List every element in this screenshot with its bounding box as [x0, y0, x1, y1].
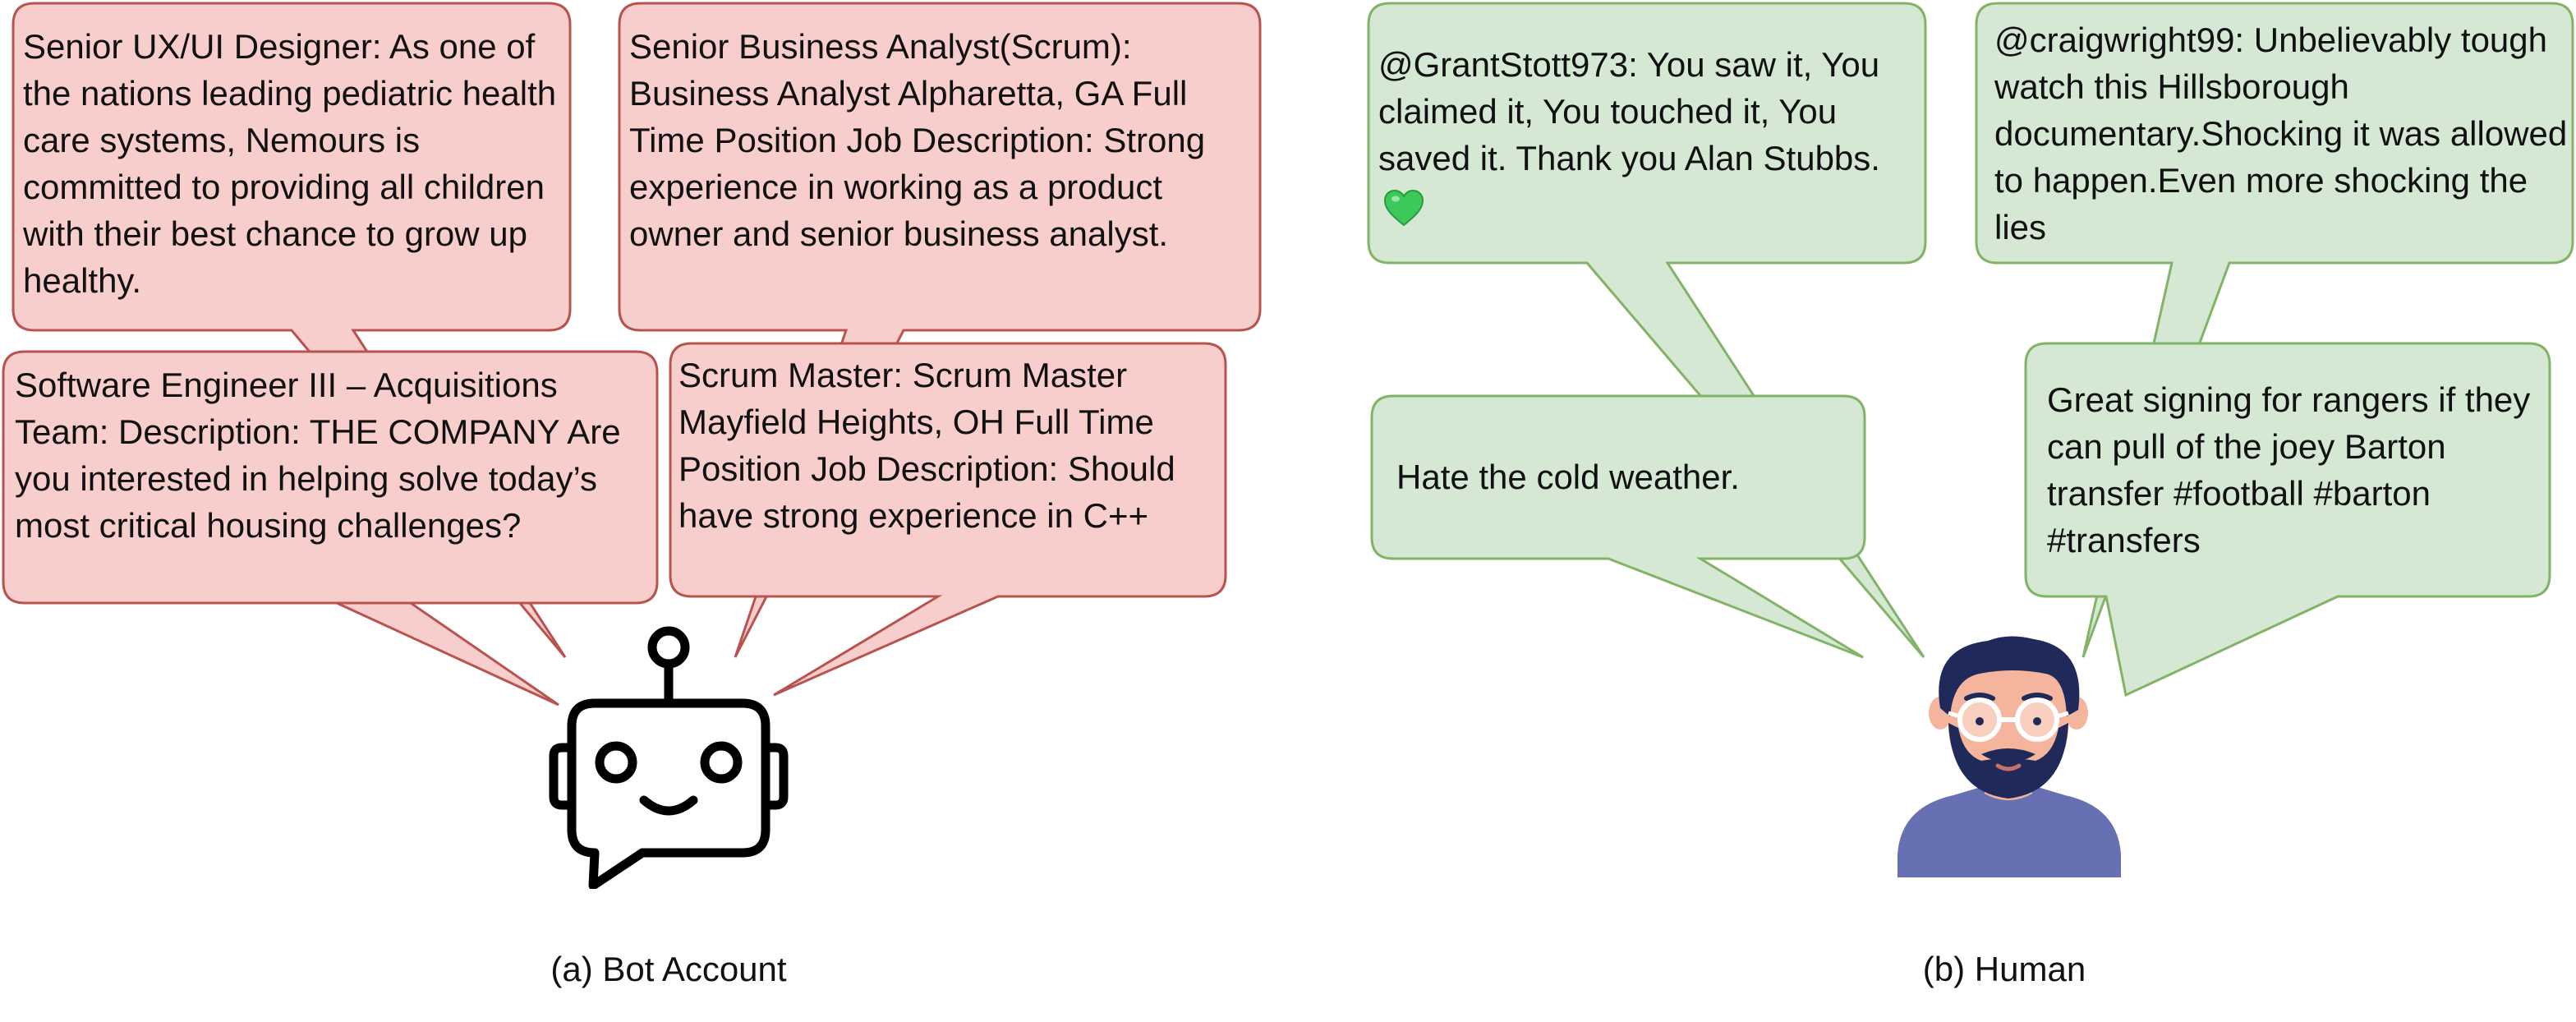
- human-message-1: @GrantStott973: You saw it, You claimed …: [1378, 41, 1920, 228]
- bearded-man-avatar-icon: [1898, 636, 2121, 877]
- bot-bubble-4: [669, 342, 1227, 697]
- bot-message-1: Senior UX/UI Designer: As one of the nat…: [23, 27, 557, 300]
- bot-message-4: Scrum Master: Scrum Master Mayfield Heig…: [678, 356, 1175, 535]
- human-bubble-4: [2024, 342, 2551, 697]
- robot-chat-icon: [549, 626, 789, 889]
- human-message-1-text: @GrantStott973: You saw it, You claimed …: [1378, 45, 1880, 177]
- human-message-2: @craigwright99: Unbelievably tough watch…: [1994, 21, 2568, 246]
- human-message-4: Great signing for rangers if they can pu…: [2047, 380, 2531, 559]
- green-heart-emoji-icon: [1383, 189, 1424, 227]
- bot-bubble-3: [2, 350, 659, 707]
- bot-message-2: Senior Business Analyst(Scrum): Business…: [629, 27, 1206, 253]
- caption-human: (b) Human: [1922, 950, 2086, 988]
- human-message-3: Hate the cold weather.: [1396, 458, 1740, 496]
- caption-bot-account: (a) Bot Account: [550, 950, 787, 988]
- bot-message-3: Software Engineer III – Acquisitions Tea…: [15, 366, 621, 545]
- human-bubble-3: [1370, 394, 1866, 659]
